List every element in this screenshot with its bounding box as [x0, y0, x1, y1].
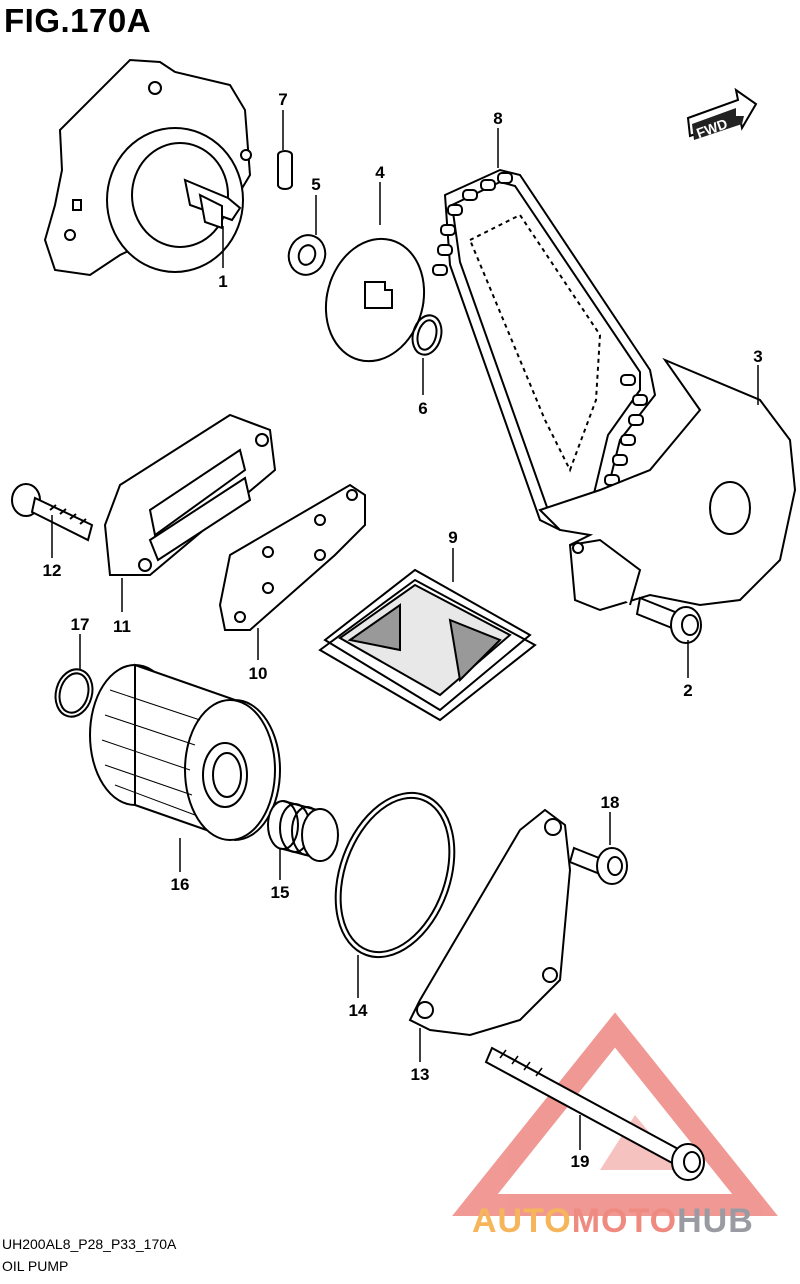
part-bolt-2: [635, 596, 702, 644]
part-oil-strainer: [318, 568, 537, 722]
callout-labels: 1 2 3 4 5 6 7 8 9 10 11 12 13 14 15 16 1…: [43, 90, 763, 1171]
callout-18: 18: [601, 793, 620, 812]
watermark-moto: MOTO: [572, 1202, 677, 1240]
chain-link: [628, 414, 644, 426]
part-circlip: [411, 314, 443, 356]
callout-13: 13: [411, 1065, 430, 1084]
callout-19: 19: [571, 1152, 590, 1171]
chain-link: [620, 374, 636, 386]
callout-4: 4: [375, 163, 385, 182]
callout-7: 7: [278, 90, 287, 109]
chain-link: [497, 172, 513, 184]
part-bolt-12: [11, 483, 94, 542]
chain-link: [632, 394, 648, 406]
watermark-wordmark: AUTOMOTOHUB: [472, 1202, 754, 1240]
chain-link: [432, 264, 448, 276]
part-oil-filter: [89, 663, 281, 842]
part-chain-guide: [538, 357, 797, 612]
part-chain: [432, 168, 657, 532]
callout-10: 10: [249, 664, 268, 683]
part-bolt-19: [484, 1046, 705, 1181]
callout-1: 1: [218, 272, 227, 291]
watermark-auto: AUTO: [472, 1202, 572, 1240]
svg-text:AUTOMOTOHUB: AUTOMOTOHUB: [472, 1202, 754, 1240]
callout-17: 17: [71, 615, 90, 634]
diagram-code: UH200AL8_P28_P33_170A: [2, 1236, 177, 1252]
part-o-ring-17: [54, 668, 94, 718]
callout-6: 6: [418, 399, 427, 418]
callout-9: 9: [448, 528, 457, 547]
chain-link: [620, 434, 636, 446]
part-sprocket: [324, 237, 426, 363]
part-washer: [287, 234, 327, 276]
callout-16: 16: [171, 875, 190, 894]
callout-2: 2: [683, 681, 692, 700]
chain-link: [480, 179, 496, 191]
part-bolt-18: [568, 846, 628, 885]
fwd-arrow-icon: FWD: [686, 87, 758, 141]
chain-link: [462, 189, 478, 201]
callout-5: 5: [311, 175, 320, 194]
callout-11: 11: [113, 617, 131, 636]
part-dowel-pin: [277, 150, 293, 190]
callout-8: 8: [493, 109, 502, 128]
part-filter-cap: [408, 808, 572, 1037]
callout-3: 3: [753, 347, 762, 366]
part-spacer-plate: [103, 413, 277, 576]
callout-14: 14: [349, 1001, 368, 1020]
figure-title: FIG.170A: [4, 2, 152, 39]
callout-15: 15: [271, 883, 290, 902]
watermark-hub: HUB: [677, 1202, 754, 1240]
chain-link: [437, 244, 453, 256]
part-spring: [267, 800, 339, 862]
part-gasket: [218, 483, 366, 631]
chain-link: [440, 224, 456, 236]
part-oil-pump: [43, 58, 252, 277]
chain-link: [447, 204, 463, 216]
callout-12: 12: [43, 561, 62, 580]
chain-link: [612, 454, 628, 466]
leader-lines: [51, 110, 759, 1150]
part-o-ring-14: [334, 791, 456, 959]
diagram-caption: OIL PUMP: [2, 1258, 69, 1274]
